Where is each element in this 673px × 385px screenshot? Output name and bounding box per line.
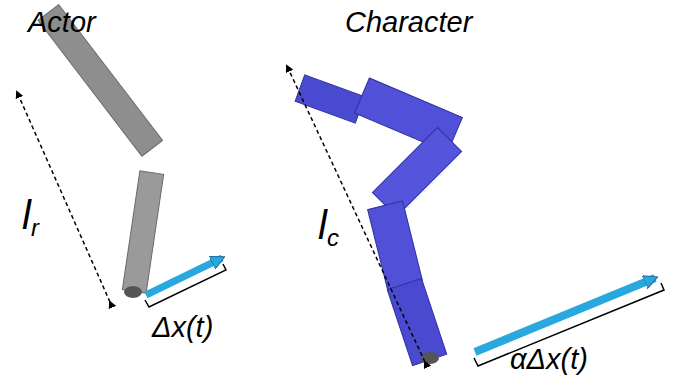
length-dimension — [287, 66, 425, 362]
bracket — [145, 264, 226, 307]
length-label: lr — [22, 195, 39, 235]
character-leg — [295, 75, 462, 366]
figure-title: Actor — [28, 8, 96, 37]
figure-title: Character — [345, 8, 472, 37]
displacement-label: Δx(t) — [152, 313, 213, 342]
length-label: lc — [318, 205, 339, 245]
length-dimension — [17, 92, 110, 302]
displacement-label: αΔx(t) — [510, 345, 588, 374]
actor-leg — [38, 5, 164, 298]
displacement-arrow — [475, 278, 655, 352]
